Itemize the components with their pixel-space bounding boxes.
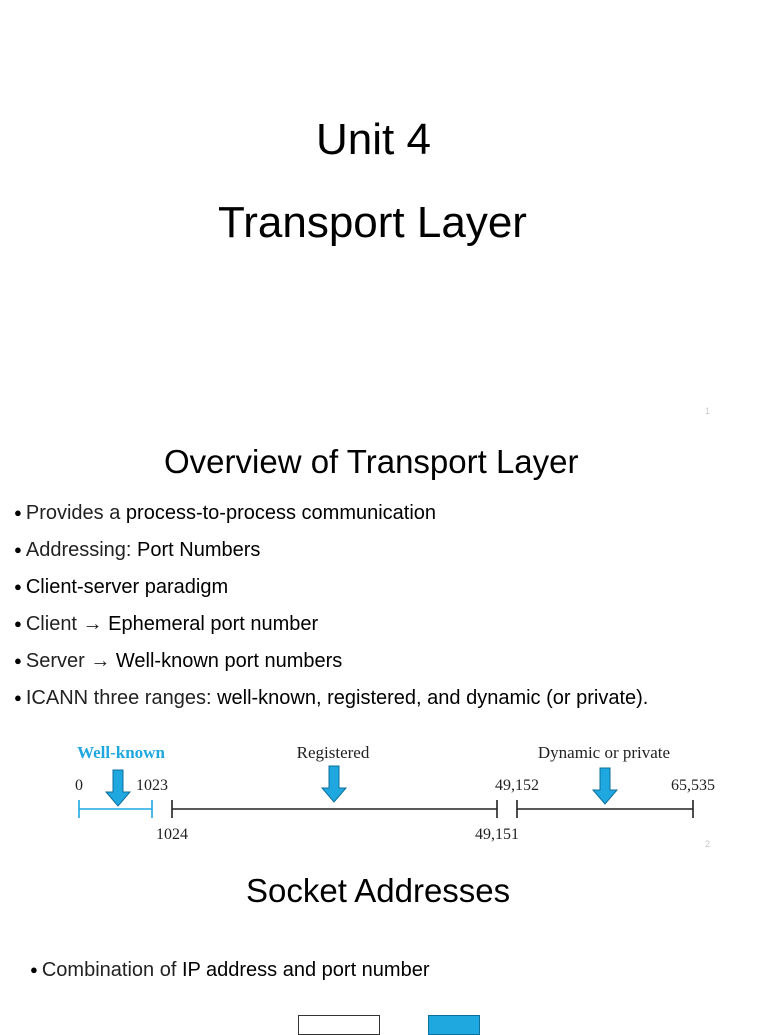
bullet-dot-icon: ● [14, 579, 22, 594]
range-label-well-known: Well-known [77, 743, 165, 762]
ip-address-box [298, 1015, 380, 1035]
bullet-emphasis: Client-server paradigm [25, 576, 229, 598]
range-label-dynamic: Dynamic or private [538, 743, 670, 762]
bullet-item: ●ICANN three ranges: well-known, registe… [14, 685, 648, 711]
page-number: 2 [705, 839, 711, 849]
bullet-dot-icon: ● [14, 616, 22, 631]
bullet-prefix: Addressing: [25, 539, 138, 561]
port-number-box [428, 1015, 480, 1035]
tick-label-1023: 1023 [136, 777, 168, 794]
bullet-prefix: ICANN three ranges: [25, 687, 218, 709]
bullet-dot-icon: ● [14, 653, 22, 668]
bullet-item: ●Client-server paradigm [14, 574, 228, 600]
bullet-dot-icon: ● [14, 690, 22, 705]
range-line-dynamic [516, 800, 694, 818]
bullet-dot-icon: ● [30, 962, 38, 977]
slide-heading: Overview of Transport Layer [164, 443, 579, 480]
bullet-emphasis: well-known, registered, and dynamic (or … [217, 687, 649, 709]
tick-label-1024: 1024 [156, 826, 188, 843]
bullet-emphasis: Port Numbers [137, 539, 261, 561]
bullet-prefix: Provides a [25, 502, 126, 524]
tick-label-49152: 49,152 [495, 777, 539, 794]
tick-label-49151: 49,151 [475, 826, 519, 843]
range-line-well-known [78, 800, 153, 818]
bullet-emphasis: process-to-process communication [125, 502, 437, 524]
bullet-emphasis: Ephemeral port number [108, 613, 319, 635]
bullet-dot-icon: ● [14, 542, 22, 557]
bullet-item: ●Addressing: Port Numbers [14, 537, 260, 563]
bullet-item: ●Combination of IP address and port numb… [30, 957, 430, 983]
bullet-emphasis: IP address and port number [181, 959, 430, 981]
slide-heading: Socket Addresses [246, 872, 511, 909]
tick-label-65535: 65,535 [671, 777, 715, 794]
bullet-prefix: Server → [25, 650, 116, 672]
page-number: 1 [705, 406, 711, 416]
bullet-emphasis: Well-known port numbers [115, 650, 343, 672]
bullet-prefix: Combination of [41, 959, 182, 981]
tick-label-0: 0 [75, 777, 83, 794]
bullet-item: ●Server → Well-known port numbers [14, 648, 342, 674]
port-range-diagram: Well-known Registered Dynamic or private… [75, 743, 715, 843]
arrow-down-icon [591, 767, 619, 805]
bullet-prefix: Client → [25, 613, 109, 635]
bullet-item: ●Client → Ephemeral port number [14, 611, 318, 637]
arrow-down-icon [104, 769, 132, 807]
bullet-dot-icon: ● [14, 505, 22, 520]
slide-title-topic: Transport Layer [218, 198, 527, 247]
slide-title-unit: Unit 4 [316, 115, 431, 164]
range-label-registered: Registered [297, 743, 370, 762]
range-line-registered [171, 800, 498, 818]
bullet-item: ●Provides a process-to-process communica… [14, 500, 436, 526]
arrow-down-icon [320, 765, 348, 803]
